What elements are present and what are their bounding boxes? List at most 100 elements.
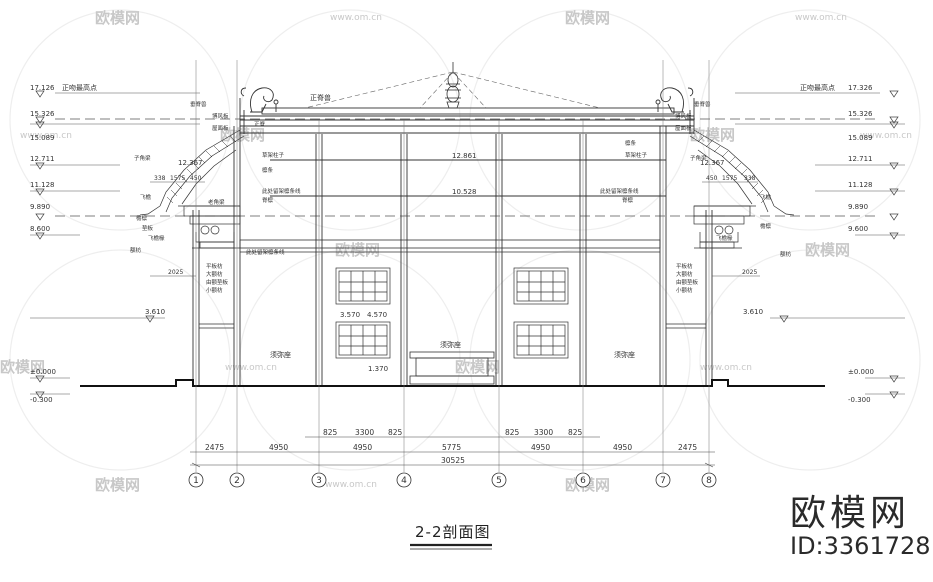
elev-left-2: 15.089 bbox=[30, 134, 55, 142]
ann-rl-2: 博风板 bbox=[212, 112, 229, 120]
ann-rr-7: 飞檐 bbox=[760, 193, 772, 201]
columns bbox=[192, 126, 713, 386]
axis-7: 7 bbox=[660, 476, 666, 486]
eave-left-1: 1575 bbox=[170, 175, 185, 182]
eave-right-2: 338 bbox=[744, 175, 756, 182]
ground bbox=[80, 379, 825, 387]
ann-wl-3: 由额垫板 bbox=[206, 278, 229, 286]
ann-wr-2: 大额枋 bbox=[676, 270, 693, 278]
dim-upper-3: 825 bbox=[505, 428, 520, 437]
ridge-finial bbox=[445, 62, 461, 109]
elevation-markers bbox=[35, 90, 899, 399]
wm-url-4: www.om.cn bbox=[700, 363, 752, 373]
center-elev-3: 4.570 bbox=[367, 311, 387, 319]
eave-right-0: 450 bbox=[706, 175, 718, 182]
floor-label-0: 须弥座 bbox=[270, 350, 291, 359]
dim-upper-2: 825 bbox=[388, 428, 403, 437]
main-ridge bbox=[240, 107, 694, 197]
elevation-lines bbox=[55, 118, 880, 217]
elev-right-1: 15.326 bbox=[848, 110, 873, 118]
elevation-labels-left: 17.126 15.326 15.089 12.711 11.128 9.890… bbox=[30, 83, 165, 404]
center-elev-6: 12.367 bbox=[700, 159, 725, 167]
wall-annotations: 飞檐椽 平板枋 大额枋 由额垫板 小额枋 飞檐椽 平板枋 大额枋 由额垫板 小额… bbox=[148, 234, 733, 294]
window-left-upper bbox=[335, 267, 391, 305]
ann-rl-5: 檩条 bbox=[262, 166, 274, 174]
axis-numbers: 1 2 3 4 5 6 7 8 bbox=[193, 476, 712, 486]
central-platform bbox=[409, 351, 495, 385]
eave-left bbox=[139, 129, 245, 249]
ann-rl-9: 檐檩 bbox=[136, 214, 148, 222]
center-elev-1: 10.528 bbox=[452, 188, 477, 196]
dim-total: 30525 bbox=[441, 456, 465, 465]
ann-wl-2: 大额枋 bbox=[206, 270, 223, 278]
dim-mid-4: 4950 bbox=[531, 443, 550, 452]
ann-wr-3: 由额垫板 bbox=[676, 278, 699, 286]
wm-brand-2: 欧模网 bbox=[565, 9, 610, 27]
ann-rl-0: 垂脊兽 bbox=[190, 100, 207, 108]
roof-annotations-left: 垂脊兽 正脊 博风板 屋面板 草架柱子 檩条 此处留架檩条线 脊檩 飞檐 檐檩 … bbox=[130, 100, 301, 256]
roof-annotations-right: 垂脊兽 博风板 屋面板 檩条 草架柱子 此处留架檩条线 脊檩 飞檐 檐檩 额枋 … bbox=[600, 100, 792, 258]
ann-rl-12: 子角梁 bbox=[134, 154, 151, 162]
axis-4: 4 bbox=[401, 476, 407, 486]
window-left-lower bbox=[335, 321, 391, 359]
eave-left-2: 450 bbox=[190, 175, 202, 182]
ridge-label-left: 正吻最高点 bbox=[62, 83, 97, 92]
dim-upper-4: 3300 bbox=[534, 428, 553, 437]
ann-rr-9: 额枋 bbox=[780, 250, 792, 258]
window-right-upper bbox=[513, 267, 569, 305]
floor-label-2: 须弥座 bbox=[614, 350, 635, 359]
ann-rl-8: 飞檐 bbox=[140, 193, 152, 201]
elev-right-3: 12.711 bbox=[848, 155, 873, 163]
elev-left-5: 9.890 bbox=[30, 203, 50, 211]
axis-1: 1 bbox=[193, 476, 199, 486]
elev-right-4: 11.128 bbox=[848, 181, 873, 189]
watermark-circles bbox=[9, 9, 921, 471]
elev-right-5: 9.890 bbox=[848, 203, 868, 211]
center-elev-0: 12.861 bbox=[452, 152, 477, 160]
eave-right-1: 1575 bbox=[722, 175, 737, 182]
beams bbox=[199, 239, 706, 329]
dim-mid-5: 4950 bbox=[613, 443, 632, 452]
axis-bubbles bbox=[188, 472, 717, 488]
wm-brand-9: 欧模网 bbox=[95, 476, 140, 494]
ann-rr-10: 子角梁 bbox=[690, 154, 707, 162]
dim-upper-5: 825 bbox=[568, 428, 583, 437]
elev-left-1: 15.326 bbox=[30, 110, 55, 118]
wm-brand-8: 欧模网 bbox=[455, 358, 500, 376]
ridge-label-right: 正吻最高点 bbox=[800, 83, 835, 92]
elevation-lines-solid bbox=[30, 92, 905, 395]
dimension-labels: 825 3300 825 825 3300 825 2475 4950 4950… bbox=[205, 428, 697, 465]
ann-rl-11: 额枋 bbox=[130, 246, 142, 254]
window-right-lower bbox=[513, 321, 569, 359]
axis-2: 2 bbox=[234, 476, 240, 486]
ann-rr-2: 屋面板 bbox=[675, 124, 692, 132]
dimension-lines bbox=[190, 436, 715, 468]
ridge-top-label: 正脊兽 bbox=[310, 93, 331, 102]
ridge-beast-right bbox=[655, 87, 695, 134]
axis-5: 5 bbox=[496, 476, 502, 486]
wm-url-5: www.om.cn bbox=[325, 480, 377, 490]
ann-rr-0: 垂脊兽 bbox=[694, 100, 711, 108]
center-elev-5: 12.367 bbox=[178, 159, 203, 167]
ann-rr-4: 草架柱子 bbox=[625, 151, 648, 159]
elev-right-8: ±0.000 bbox=[848, 368, 874, 376]
wm-brand-1: 欧模网 bbox=[95, 9, 140, 27]
axis-lines bbox=[195, 60, 710, 472]
axis-6: 6 bbox=[580, 476, 586, 486]
elev-left-4: 11.128 bbox=[30, 181, 55, 189]
ann-rr-6: 脊檩 bbox=[622, 196, 634, 204]
ridge-dashes bbox=[304, 71, 601, 109]
elev-right-2: 15.089 bbox=[848, 134, 873, 142]
elev-left-3: 12.711 bbox=[30, 155, 55, 163]
wm-brand-7: 欧模网 bbox=[0, 358, 45, 376]
elev-right-9: -0.300 bbox=[848, 396, 871, 404]
dim-mid-6: 2475 bbox=[678, 443, 697, 452]
ann-wr-0: 飞檐椽 bbox=[716, 234, 733, 242]
wm-brand-3: 欧模网 bbox=[220, 126, 265, 144]
ridge-beast-left bbox=[239, 87, 279, 134]
drawing-title: 2-2剖面图 bbox=[415, 523, 491, 541]
elev-left-8: ±0.000 bbox=[30, 368, 56, 376]
dim-mid-3: 5775 bbox=[442, 443, 461, 452]
faint-watermarks: 欧模网 www.om.cn 欧模网 www.om.cn 欧模网 欧模网 欧模网 … bbox=[0, 9, 912, 494]
